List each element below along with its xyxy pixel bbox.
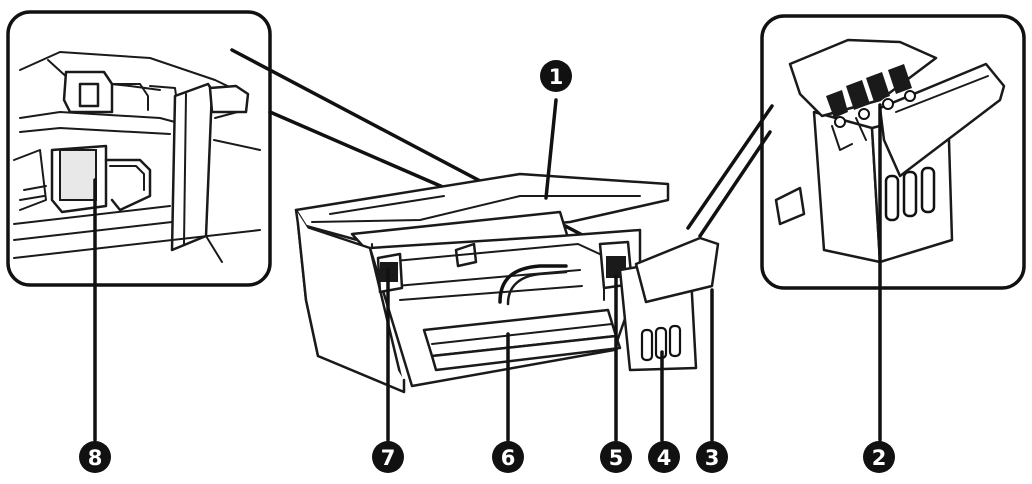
callout-7-label: 7 bbox=[381, 446, 396, 470]
callout-3: 3 bbox=[696, 441, 728, 473]
callout-6: 6 bbox=[492, 441, 524, 473]
callout-1: 1 bbox=[540, 60, 572, 92]
callout-5: 5 bbox=[600, 441, 632, 473]
callout-5-label: 5 bbox=[609, 446, 624, 470]
callout-1-label: 1 bbox=[549, 65, 564, 89]
callout-7: 7 bbox=[372, 441, 404, 473]
callout-4: 4 bbox=[648, 441, 680, 473]
callout-2-label: 2 bbox=[872, 446, 887, 470]
callout-8-label: 8 bbox=[88, 446, 103, 470]
callout-2: 2 bbox=[863, 441, 895, 473]
callout-3-label: 3 bbox=[705, 446, 720, 470]
callout-4-label: 4 bbox=[657, 446, 672, 470]
callout-8: 8 bbox=[79, 441, 111, 473]
inset-ink-tank-detail bbox=[688, 16, 1024, 440]
callout-6-label: 6 bbox=[501, 446, 516, 470]
